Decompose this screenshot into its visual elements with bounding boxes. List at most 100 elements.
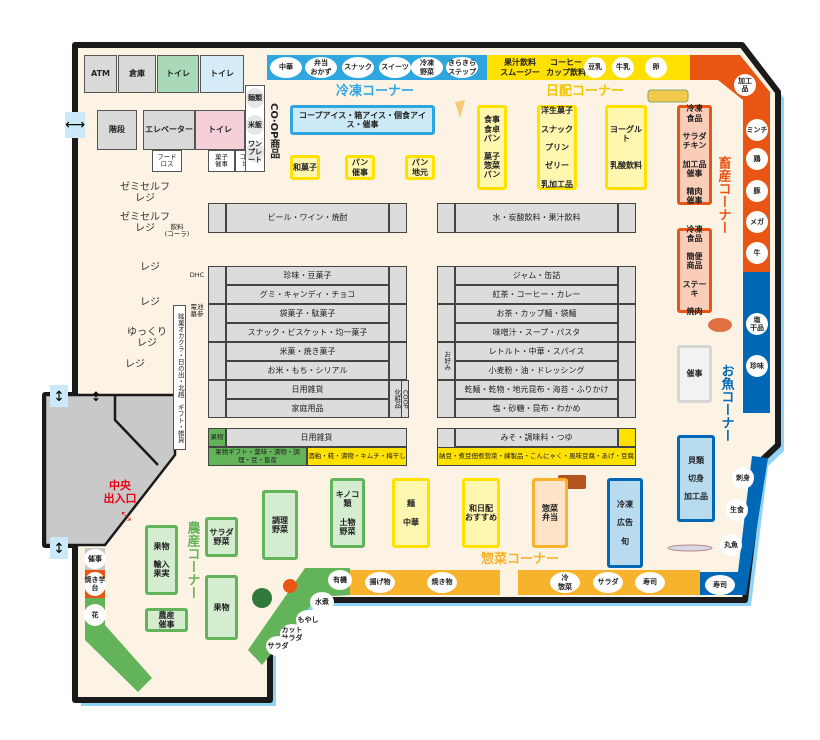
central-entrance[interactable]: 中央 出入口 (103, 479, 137, 505)
deli-strip-item: 寿司 (635, 572, 665, 593)
bottom-left-yakiimo: 焼き芋 台 (84, 572, 106, 596)
meat-item: 牛 (746, 242, 768, 264)
stairs: 階段 (97, 110, 137, 150)
atm: ATM (84, 55, 117, 93)
gondola-shelf-top: ジャム・缶詰 (455, 266, 618, 285)
produce-strip-item: 有機 (328, 570, 352, 590)
toilet-men: トイレ (200, 55, 244, 93)
svg-text:⟷: ⟷ (65, 117, 85, 133)
island-wa-nichihai: 和日配 おすすめ (462, 478, 500, 548)
gondola-shelf-bottom: 塩・砂糖・昆布・わかめ (455, 399, 618, 418)
gondola-end (208, 203, 226, 233)
island-salad-veg: サラダ 野菜 (205, 517, 238, 557)
produce-strip-item: もやし (296, 610, 320, 630)
island-mushrooms: キノコ 類 土物 野菜 (330, 478, 365, 548)
gondola-end (618, 266, 636, 304)
corner-deli: 惣菜コーナー (480, 551, 559, 567)
fish-item: 珍味 (746, 355, 768, 377)
corner-daily: 日配コーナー (545, 83, 624, 99)
gift-strip: 銘菓オカクラ・日の出・北越 ギフト・雑貨 (173, 305, 186, 450)
island-bread: 食事 食卓 パン 菓子 惣菜 パン (477, 105, 507, 190)
register-note: DHC (189, 271, 205, 280)
gondola-end (437, 266, 455, 304)
island-frozen-ad: 冷凍 広告 旬 (607, 478, 643, 568)
fish-item: 丸魚 (720, 534, 742, 556)
gondola-shelf-top: ビール・ワイン・焼酎 (226, 203, 389, 233)
gondola-shelf-yellow: 納豆・煮豆佃煮惣菜・練製品・こんにゃく・風味豆腐・あげ・豆腐 (437, 447, 636, 466)
register[interactable]: レジ (140, 262, 160, 274)
deli-strip-item: 冷 惣菜 (550, 572, 580, 593)
deli-strip-item: 揚げ物 (365, 572, 395, 593)
gondola-shelf-top: みそ・調味料・つゆ (455, 428, 618, 447)
coop-title: CO·OP商品 (267, 103, 279, 159)
island-pan-event: パン 催事 (345, 155, 375, 180)
frozen-strip-item: 弁当 おかず (305, 57, 337, 78)
dairy-strip-item: コーヒー カップ飲料 (546, 58, 586, 77)
gondola-shelf-bottom: お米・もち・シリアル (226, 361, 389, 380)
island-produce-event: 農産 催事 (145, 608, 188, 632)
toilet-accessible: トイレ (157, 55, 199, 93)
gondola-shelf-bottom: 紅茶・コーヒー・カレー (455, 285, 618, 304)
island-yogurt: ヨーグルト 乳酸飲料 (605, 105, 647, 190)
gondola-end (437, 380, 455, 418)
deli-strip-item: サラダ (593, 572, 623, 593)
meat-item: ミンチ (746, 119, 768, 141)
register[interactable]: ゼミセルフ レジ (120, 211, 170, 235)
elevator: エレベーター (143, 110, 195, 150)
corner-fish: お魚コーナー (718, 363, 734, 442)
register-note: 飲料 (コーラ) (164, 222, 190, 238)
register[interactable]: ゆっくり レジ (127, 326, 167, 350)
bottom-left-event: 催事 (84, 549, 106, 569)
island-wagashi: 和菓子 (290, 155, 320, 180)
register[interactable]: レジ (140, 297, 160, 309)
gondola-shelf-bottom: グミ・キャンディ・チョコ (226, 285, 389, 304)
coop-item: 麺類 (246, 88, 264, 108)
toilet-women: トイレ (195, 110, 245, 150)
gondola-shelf-bottom: 味噌汁・スープ・パスタ (455, 323, 618, 342)
gondola-shelf-top: 水・炭酸飲料・果汁飲料 (455, 203, 618, 233)
gondola-shelf-bottom: スナック・ビスケット・均一菓子 (226, 323, 389, 342)
dairy-strip-item: 豆乳 (584, 57, 606, 78)
frozen-strip-item: スナック (342, 57, 374, 78)
deli-strip-item: 焼き物 (427, 572, 457, 593)
fish-sushi: 寿司 (705, 575, 735, 595)
corner-produce: 農産コーナー (184, 521, 200, 599)
gondola-shelf-bottom: 小麦粉・油・ドレッシング (455, 361, 618, 380)
gondola-shelf-bottom: 家庭用品 (226, 399, 389, 418)
island-meat-frozen2: 冷凍 食品 簡便 商品 ステーキ 焼肉 (677, 225, 712, 316)
gondola-end (208, 266, 226, 304)
gondola-end (208, 380, 226, 418)
register-note: 電池 墓参 (190, 302, 204, 318)
gondola-shelf-top: 乾麺・乾物・地元昆布・海苔・ふりかけ (455, 380, 618, 399)
island-pan-local: パン 地元 (405, 155, 435, 180)
food-loss: フード ロス (152, 150, 182, 172)
gondola-end (618, 304, 636, 342)
gondola-shelf-top: 米菓・焼き菓子 (226, 342, 389, 361)
gondola-side-label: 果物 (208, 428, 226, 447)
svg-text:⤡: ⤡ (121, 509, 131, 523)
gondola-shelf-top: 袋菓子・駄菓子 (226, 304, 389, 323)
sweets-event: 菓子 催事 (208, 150, 235, 172)
gondola-end (208, 304, 226, 342)
gondola-shelf-yellow: 酒粕・糀・漬物・キムチ・梅干し (307, 447, 407, 466)
dairy-strip-item: 果汁飲料 スムージー (500, 58, 540, 77)
gondola-end (389, 203, 407, 233)
island-western: 洋生菓子 スナック プリン ゼリー 乳加工品 (537, 105, 577, 190)
coop-item: 米飯 (246, 115, 264, 135)
gondola-end (618, 342, 636, 380)
fish-item: 刺身 (732, 467, 754, 489)
gondola-end (437, 203, 455, 233)
fish-item: 生食 (726, 499, 748, 521)
frozen-strip-item: きらきら ステップ (446, 57, 478, 78)
register[interactable]: ゼミセルフ レジ (120, 181, 170, 205)
register[interactable]: レジ (125, 359, 145, 371)
island-noodles: 麺 中華 (392, 478, 430, 548)
meat-item: 加工 品 (734, 74, 756, 96)
svg-text:↕: ↕ (91, 390, 102, 405)
gondola-shelf-top: 珍味・豆菓子 (226, 266, 389, 285)
gondola-side-label: COOP (401, 380, 410, 418)
svg-text:↕: ↕ (53, 541, 65, 557)
corner-meat: 畜産コーナー (715, 156, 731, 234)
island-fish-event: 催事 (677, 345, 712, 403)
dairy-strip-item: 卵 (645, 57, 667, 78)
